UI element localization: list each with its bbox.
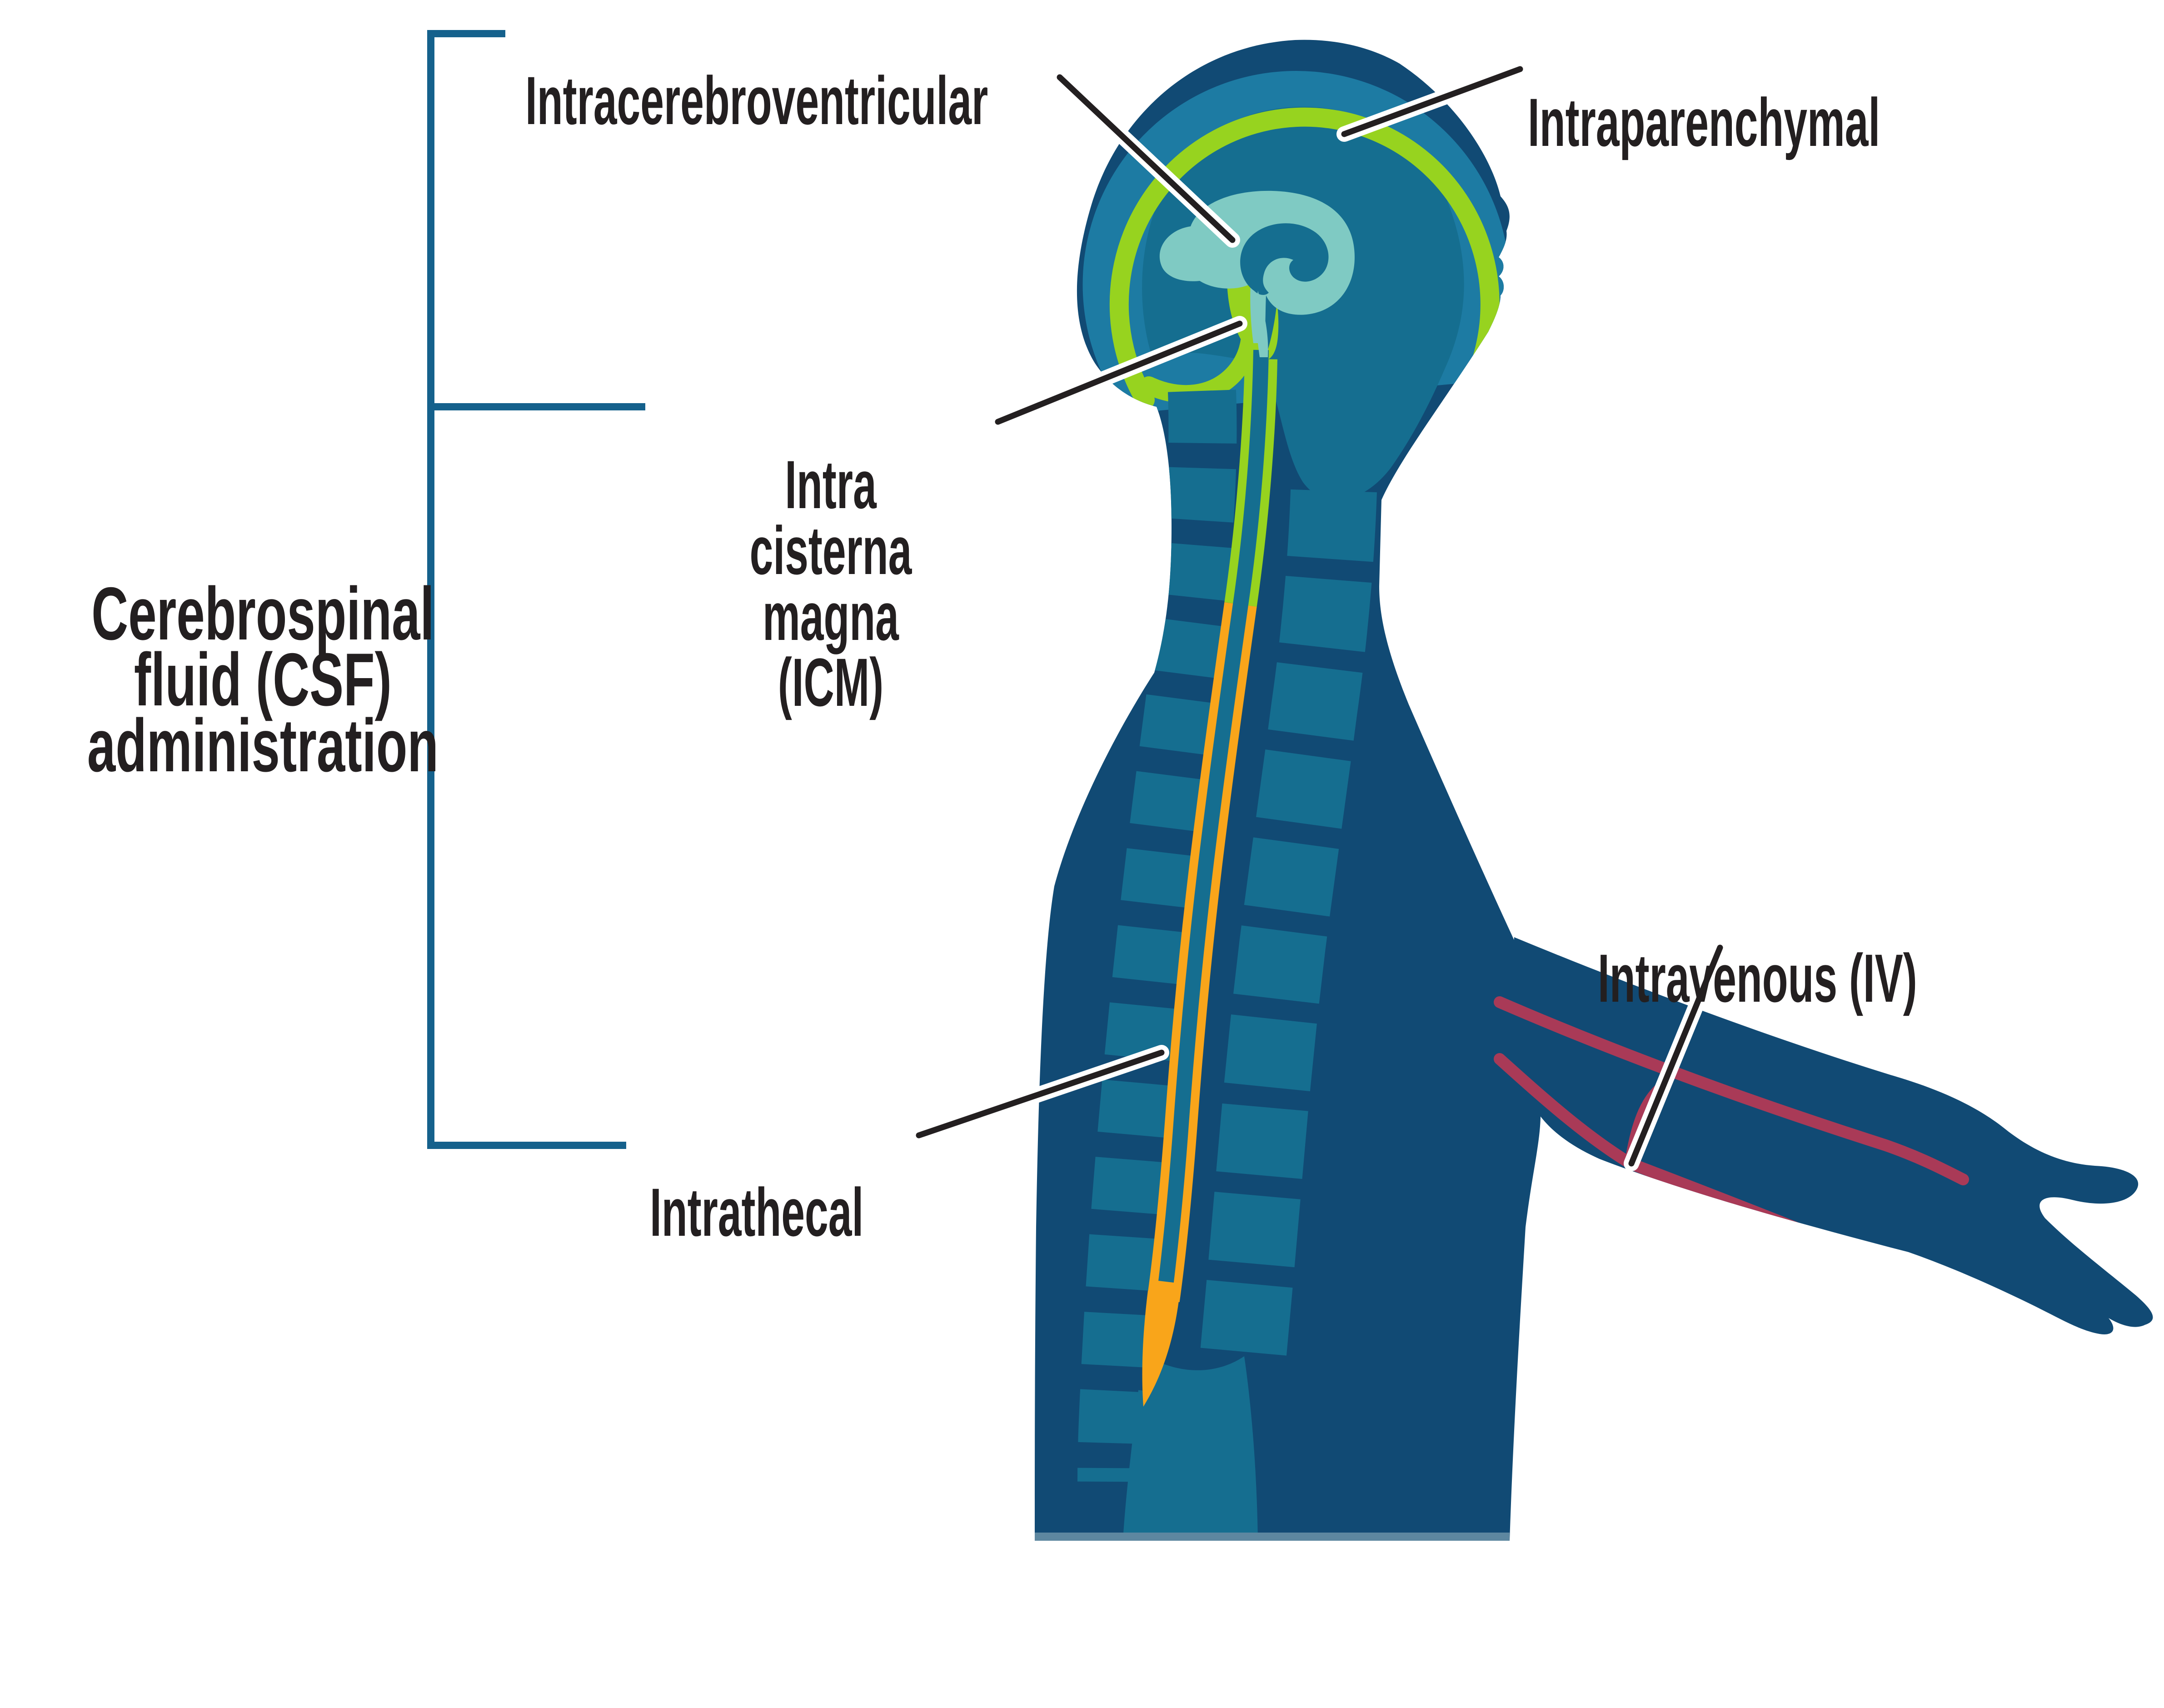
label-intracerebroventricular: Intracerebroventricular — [525, 62, 988, 139]
brainstem-highlight — [1256, 291, 1268, 357]
label-intravenous: Intravenous (IV) — [1598, 940, 1917, 1016]
leader-intra-cisterna-magna — [995, 320, 1243, 425]
spinous-processes — [1077, 390, 1237, 1482]
vertebral-bodies — [1199, 489, 1377, 1368]
label-intrathecal: Intrathecal — [650, 1174, 864, 1250]
sacral-tail — [1123, 1390, 1150, 1541]
sacrum — [1132, 1356, 1258, 1541]
leader-intracerebroventricular — [1057, 74, 1236, 243]
label-intra-cisterna-magna: Intra cisterna magna (ICM) — [749, 446, 912, 720]
bracket — [427, 30, 645, 1149]
label-intraparenchymal: Intraparenchymal — [1528, 84, 1880, 160]
canal-taper-tip — [1142, 1291, 1180, 1407]
leader-intrathecal — [916, 1049, 1165, 1139]
leader-intravenous — [1628, 944, 1723, 1167]
torso-base-edge — [1035, 1533, 1510, 1541]
internal-anatomy — [1035, 71, 2014, 1541]
csf-ring — [1109, 107, 1500, 410]
arm-silhouette — [1513, 937, 2153, 1334]
leader-lines — [911, 61, 1728, 1171]
ventricle-curl — [1240, 223, 1329, 295]
leader-intraparenchymal — [1341, 66, 1523, 137]
figure-title-text: Cerebrospinal fluid (CSF) administration — [87, 572, 439, 787]
figure-title: Cerebrospinal fluid (CSF) administration — [5, 515, 439, 783]
spinal-cord — [1158, 350, 1269, 1283]
